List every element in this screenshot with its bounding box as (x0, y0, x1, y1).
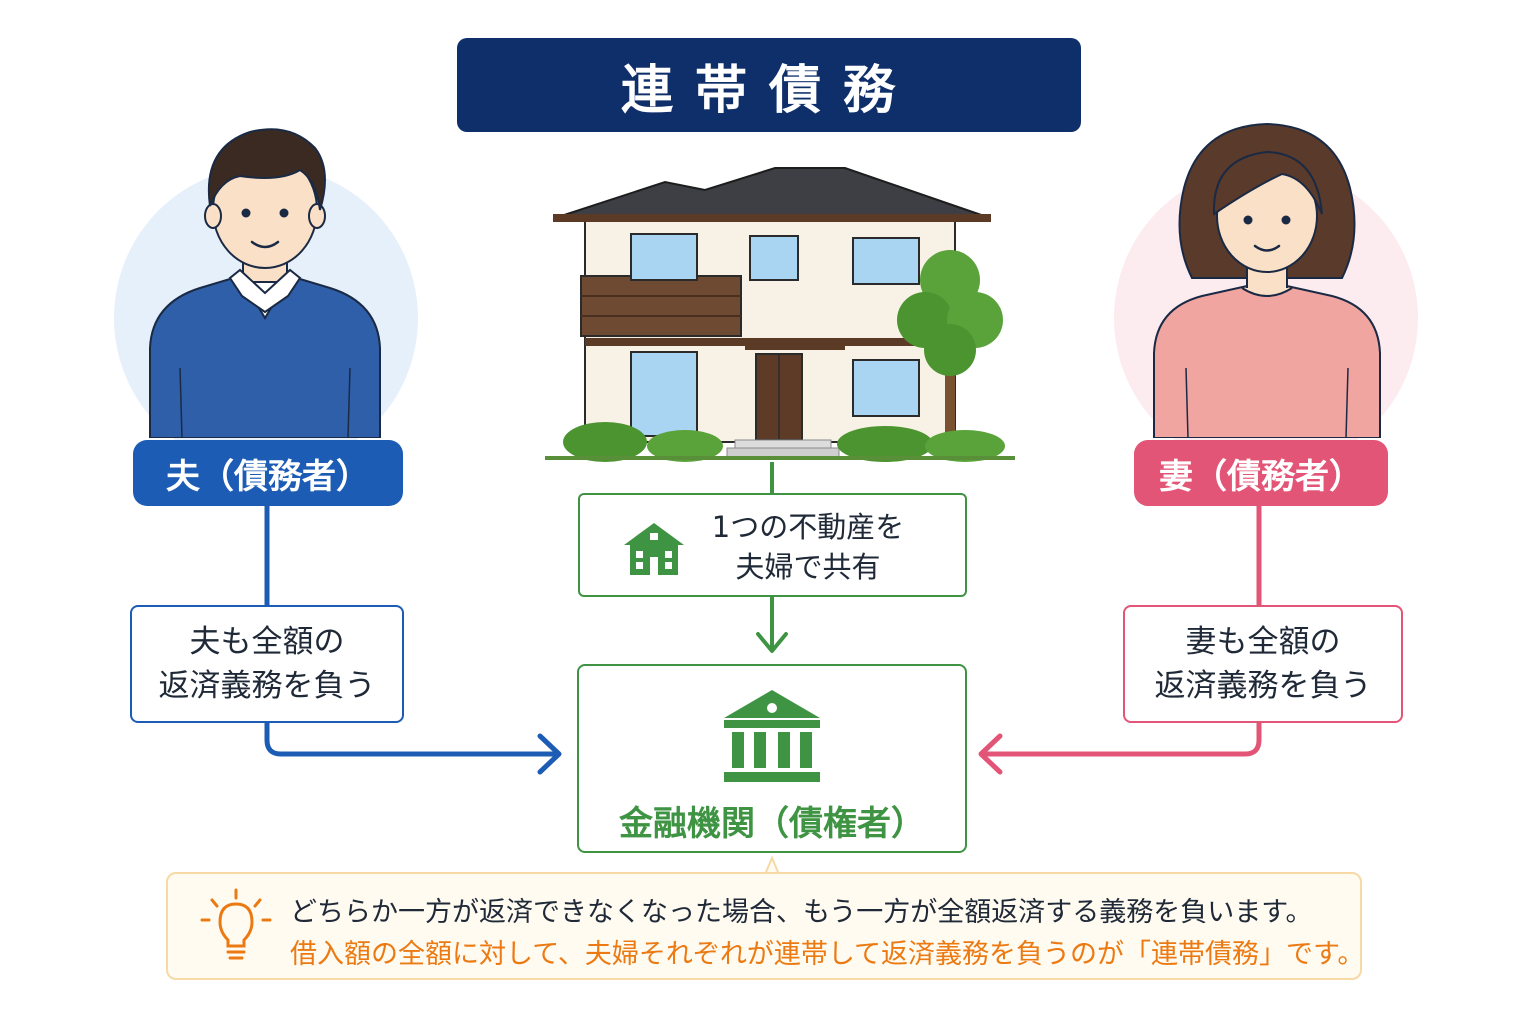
lightbulb-icon (200, 888, 272, 960)
info-box: どちらか一方が返済できなくなった場合、もう一方が全額返済する義務を負います。 借… (166, 872, 1365, 980)
info-line2: 借入額の全額に対して、夫婦それぞれが連帯して返済義務を負うのが「連帯債務」です。 (290, 939, 1365, 970)
husband-note: 夫も全額の 返済義務を負う (130, 605, 404, 723)
husband-arrowhead (537, 733, 562, 775)
property-arrowhead (756, 632, 788, 653)
wife-illustration (1153, 122, 1381, 438)
wife-connector (982, 506, 1262, 757)
wife-label: 妻（債務者） (1134, 440, 1388, 506)
shared-property-line1: 1つの不動産を (711, 510, 905, 544)
wife-arrowhead (978, 733, 1003, 775)
creditor-label: 金融機関（債権者） (619, 804, 925, 844)
shared-property-line2: 夫婦で共有 (735, 550, 881, 584)
shared-property-text: 1つの不動産を 夫婦で共有 (688, 507, 928, 587)
husband-connector (264, 506, 558, 757)
wife-note-line2: 返済義務を負う (1154, 668, 1372, 704)
wife-note-line1: 妻も全額の (1185, 624, 1341, 660)
husband-label: 夫（債務者） (133, 440, 403, 506)
bank-icon (724, 690, 820, 782)
shared-property-box: 1つの不動産を 夫婦で共有 (578, 493, 967, 597)
husband-illustration (149, 128, 381, 438)
house-icon (624, 523, 684, 575)
husband-note-line2: 返済義務を負う (158, 668, 376, 704)
info-pointer (765, 855, 779, 873)
husband-note-line1: 夫も全額の (189, 624, 345, 660)
wife-note: 妻も全額の 返済義務を負う (1123, 605, 1403, 723)
info-line1: どちらか一方が返済できなくなった場合、もう一方が全額返済する義務を負います。 (290, 897, 1313, 928)
creditor-box: 金融機関（債権者） (577, 664, 967, 853)
page-title: 連帯債務 (457, 38, 1081, 132)
house-illustration (545, 167, 1015, 462)
